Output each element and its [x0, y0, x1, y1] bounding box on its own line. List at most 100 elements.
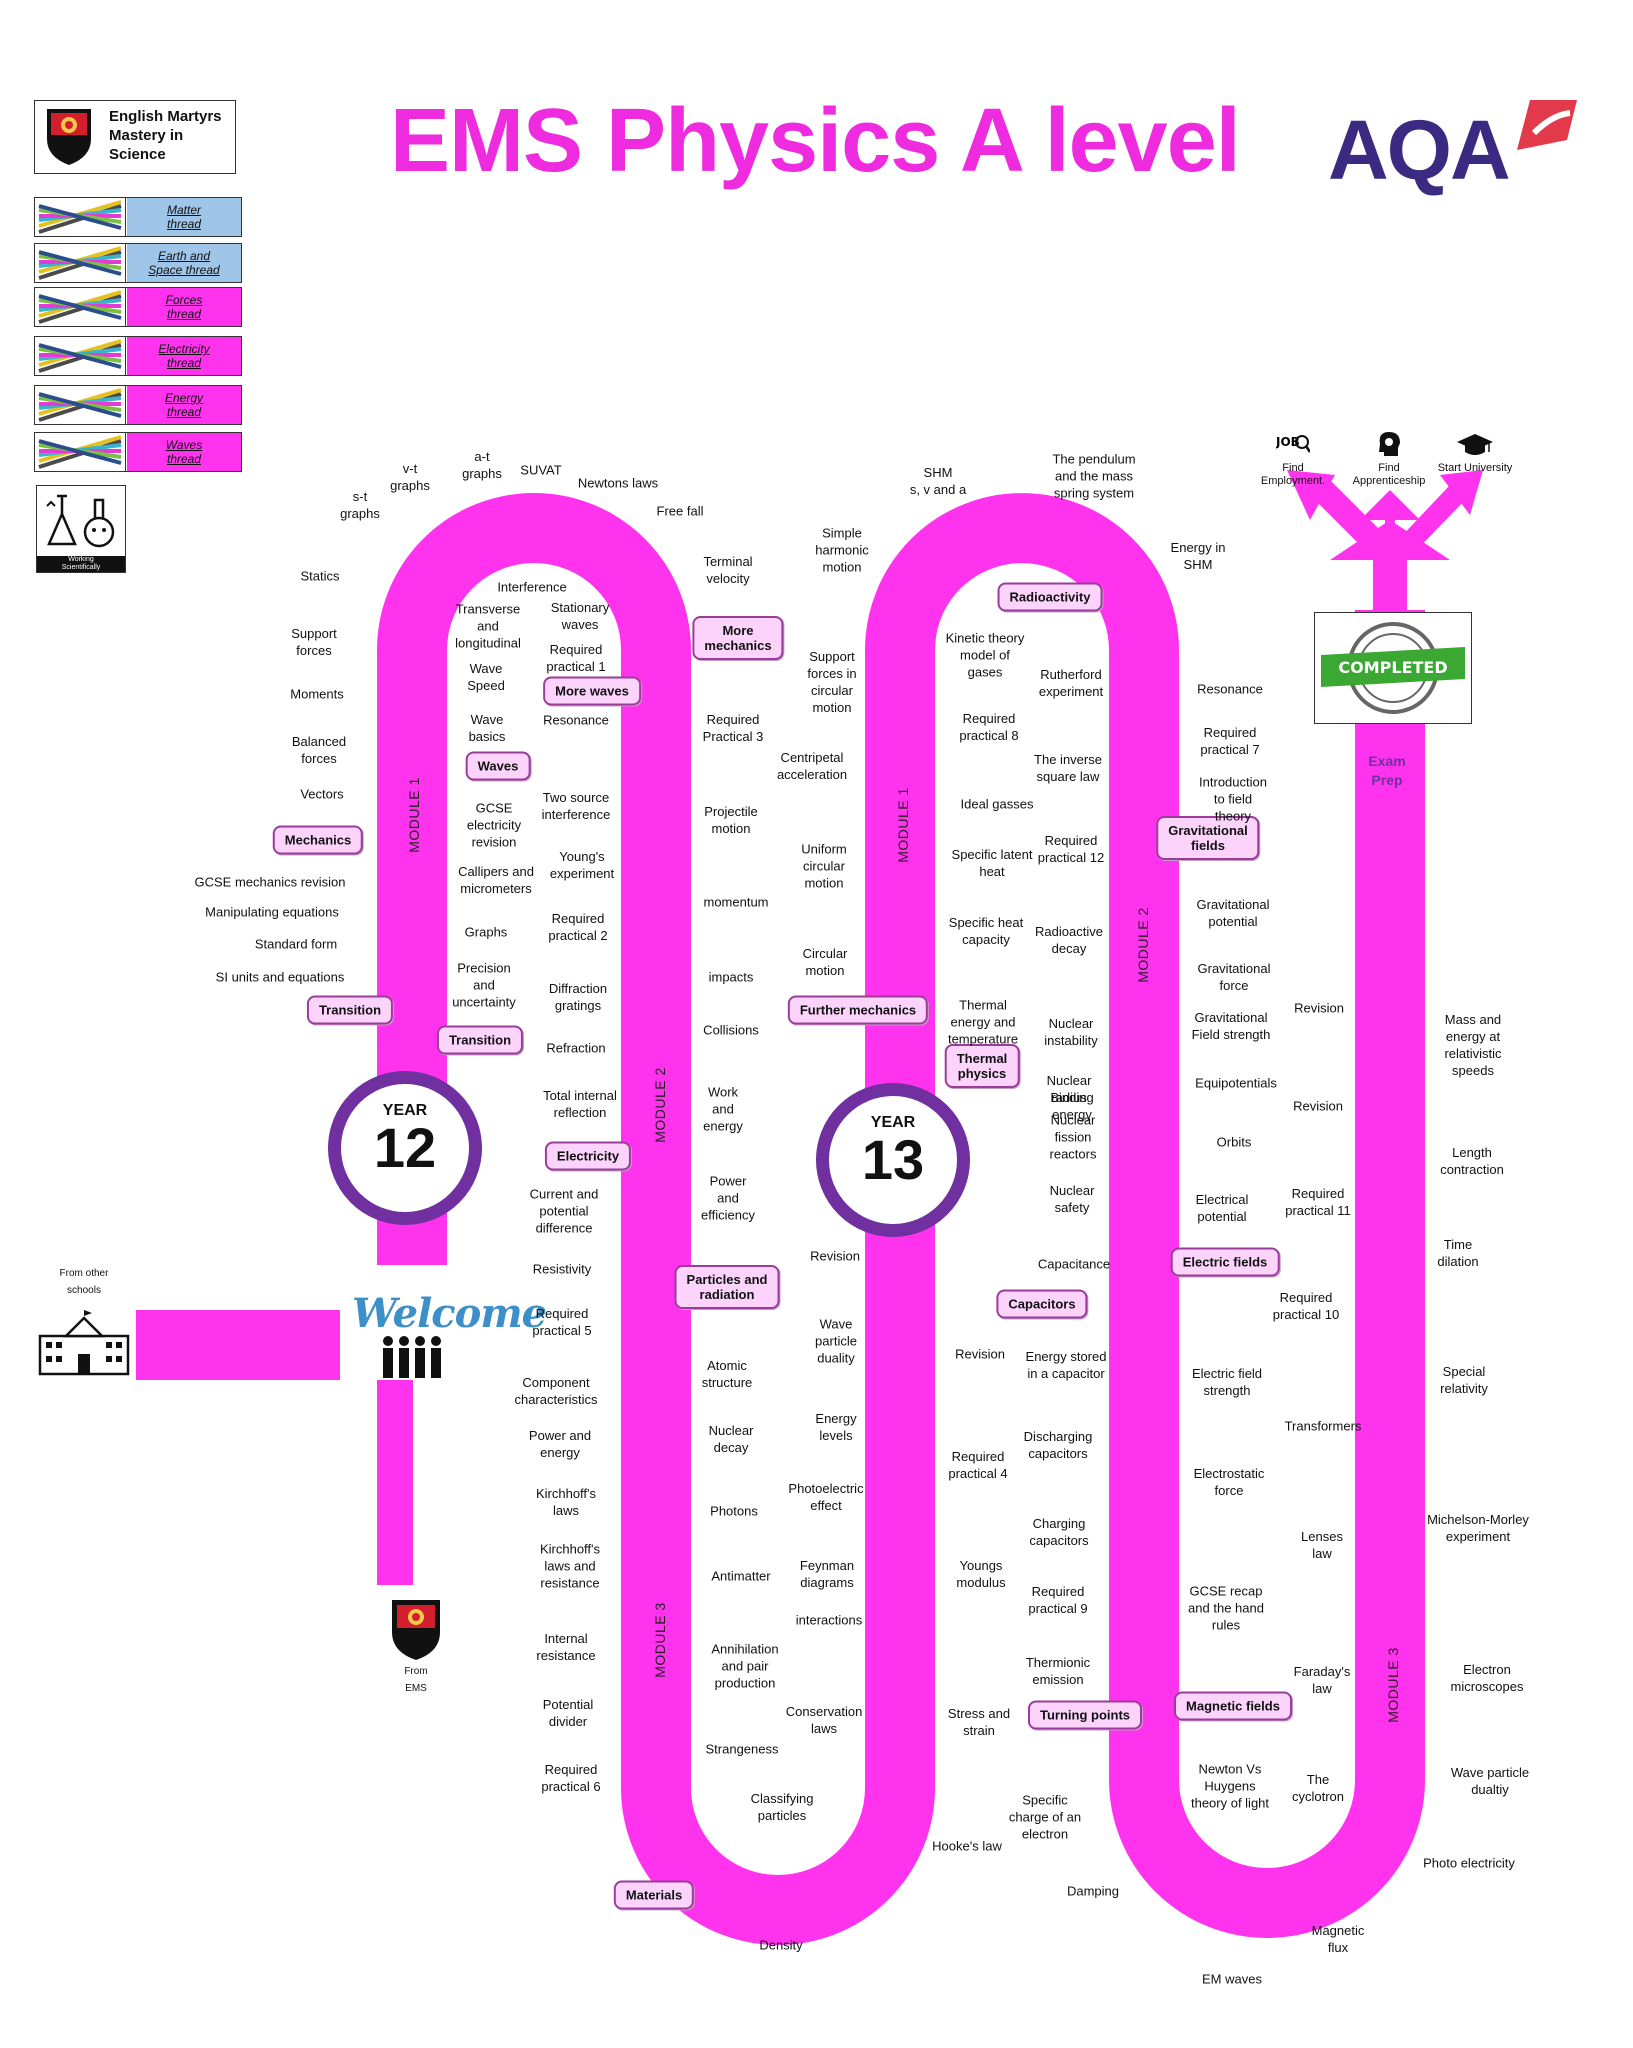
milestone-label: Work and energy: [703, 1084, 743, 1134]
thread-item[interactable]: Matter thread: [34, 197, 242, 237]
milestone-label: s-t graphs: [340, 489, 380, 521]
milestone-label: Wave particle dualtiy: [1450, 1765, 1530, 1797]
milestone-label: Resistivity: [532, 1261, 592, 1277]
milestone-label: impacts: [708, 969, 754, 985]
topic-tag[interactable]: Further mechanics: [787, 995, 929, 1025]
road-entry-stub: [377, 1380, 413, 1585]
lab-flask-icon: [46, 494, 115, 548]
year-13-number: 13: [861, 1128, 925, 1191]
milestone-label: Feynman diagrams: [799, 1558, 855, 1590]
milestone-label: Required practical 11: [1285, 1186, 1351, 1218]
year-12-number: 12: [373, 1116, 437, 1179]
milestone-label: Stationary waves: [550, 600, 610, 632]
working-scientifically-label: Working Scientifically: [37, 556, 125, 572]
milestone-label: Internal resistance: [536, 1631, 596, 1663]
thread-item[interactable]: Energy thread: [34, 385, 242, 425]
milestone-label: EM waves: [1202, 1971, 1262, 1987]
school-logo: English Martyrs Mastery in Science: [34, 100, 236, 174]
milestone-label: Newton Vs Huygens theory of light: [1190, 1761, 1270, 1811]
milestone-label: Electric field strength: [1191, 1366, 1263, 1398]
thread-rope-icon: [35, 337, 126, 375]
head-gear-icon: [1379, 432, 1400, 456]
milestone-label: SUVAT: [520, 462, 562, 478]
thread-item[interactable]: Earth and Space thread: [34, 243, 242, 283]
topic-tag[interactable]: More waves: [543, 676, 641, 706]
thread-rope-icon: [35, 198, 126, 236]
milestone-label: Required practical 1: [546, 642, 606, 674]
year-13-word: YEAR: [870, 1114, 916, 1131]
milestone-label: Stress and strain: [947, 1706, 1011, 1738]
topic-tag[interactable]: Thermal physics: [944, 1044, 1020, 1088]
milestone-label: Lenses law: [1301, 1529, 1343, 1561]
milestone-label: Required Practical 3: [702, 712, 764, 744]
topic-tag[interactable]: More mechanics: [692, 616, 784, 660]
page-title: EMS Physics A level: [390, 91, 1241, 191]
milestone-label: Ideal gasses: [960, 796, 1034, 812]
topic-tag[interactable]: Particles and radiation: [674, 1265, 780, 1309]
thread-item[interactable]: Waves thread: [34, 432, 242, 472]
aqa-wordmark: AQA: [1328, 103, 1511, 197]
milestone-label: Energy stored in a capacitor: [1025, 1349, 1107, 1381]
milestone-label: Photoelectric effect: [788, 1481, 864, 1513]
milestone-label: Newtons laws: [577, 475, 659, 491]
milestone-label: Specific charge of an electron: [1008, 1792, 1082, 1842]
topic-tag[interactable]: Materials: [613, 1880, 695, 1910]
topic-tag[interactable]: Transition: [306, 995, 394, 1025]
milestone-label: Energy in SHM: [1170, 540, 1226, 572]
milestone-label: Two source interference: [541, 790, 611, 822]
milestone-label: Moments: [290, 686, 344, 702]
milestone-label: Manipulating equations: [205, 904, 339, 920]
year-13-marker: YEAR 13: [816, 1083, 970, 1237]
thread-item[interactable]: Forces thread: [34, 287, 242, 327]
milestone-label: Discharging capacitors: [1023, 1429, 1093, 1461]
school-name: English Martyrs Mastery in Science: [109, 108, 222, 163]
milestone-label: Gravitational potential: [1196, 897, 1270, 929]
milestone-label: Orbits: [1216, 1134, 1252, 1150]
topic-tag[interactable]: Electric fields: [1170, 1247, 1280, 1277]
milestone-label: The cyclotron: [1291, 1772, 1345, 1804]
topic-tag[interactable]: Waves: [465, 751, 531, 781]
milestone-label: Callipers and micrometers: [458, 864, 534, 896]
milestone-label: Required practical 7: [1200, 725, 1260, 757]
destination-apprenticeship-label: Find Apprenticeship: [1352, 462, 1426, 487]
thread-rope-icon: [35, 244, 126, 282]
milestone-label: Diffraction gratings: [548, 981, 608, 1013]
topic-tag[interactable]: Transition: [436, 1025, 524, 1055]
thread-item[interactable]: Electricity thread: [34, 336, 242, 376]
milestone-label: Transverse and longitudinal: [455, 601, 521, 651]
job-icon: JOB: [1276, 435, 1310, 453]
milestone-label: Young's experiment: [549, 849, 615, 881]
milestone-label: Support forces: [291, 626, 337, 658]
topic-tag[interactable]: Turning points: [1027, 1700, 1143, 1730]
working-scientifically-badge: Working Scientifically: [36, 485, 126, 573]
milestone-label: Kinetic theory model of gases: [945, 630, 1025, 680]
topic-tag[interactable]: Electricity: [544, 1141, 632, 1171]
module-label: MODULE 3: [652, 1602, 668, 1678]
topic-tag[interactable]: Capacitors: [996, 1289, 1088, 1319]
milestone-label: Required practical 10: [1272, 1290, 1340, 1322]
topic-tag[interactable]: Mechanics: [272, 825, 364, 855]
topic-tag[interactable]: Radioactivity: [997, 582, 1103, 612]
milestone-label: Precision and uncertainty: [452, 960, 516, 1010]
thread-rope-icon: [35, 288, 126, 326]
milestone-label: Nuclear fission reactors: [1049, 1112, 1097, 1162]
milestone-label: Magnetic flux: [1311, 1923, 1365, 1955]
topic-tag[interactable]: Magnetic fields: [1174, 1691, 1292, 1721]
milestone-label: Nuclear safety: [1049, 1183, 1095, 1215]
milestone-label: Conservation laws: [785, 1704, 863, 1736]
milestone-label: Gravitational Field strength: [1191, 1010, 1271, 1042]
thread-label: Earth and Space thread: [127, 244, 241, 282]
milestone-label: Energy levels: [815, 1411, 857, 1443]
from-ems-label: From EMS: [404, 1666, 428, 1694]
milestone-label: Resonance: [1197, 681, 1263, 697]
milestone-label: Nuclear radius: [1046, 1073, 1092, 1105]
milestone-label: Length contraction: [1440, 1145, 1504, 1177]
milestone-label: Required practical 5: [532, 1306, 592, 1338]
milestone-label: Required practical 8: [959, 711, 1019, 743]
milestone-label: Electron microscopes: [1450, 1662, 1524, 1694]
entry-bar: [136, 1310, 340, 1380]
thread-rope-icon: [35, 386, 126, 424]
topic-tag[interactable]: Gravitational fields: [1156, 816, 1260, 860]
thread-label: Matter thread: [127, 198, 241, 236]
